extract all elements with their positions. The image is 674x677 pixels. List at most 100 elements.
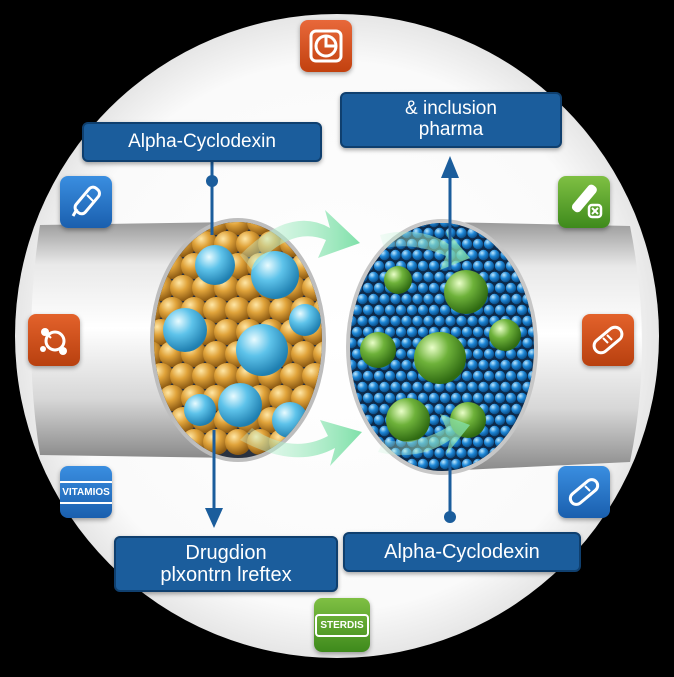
label-bottom-left-line1: Drugdion [185,542,267,564]
orange-sphere [225,297,251,323]
blue-dot [373,282,385,294]
blue-dot [439,304,451,316]
blue-dot [384,326,396,338]
blue-dot [384,304,396,316]
blue-dot [417,260,429,272]
blue-dot [478,249,489,261]
blue-dot [434,293,445,305]
blue-dot [406,304,418,316]
top-right-transfer-arrow [380,230,470,270]
label-bottom-left-line2: plxontrn lreftex [160,564,292,586]
blue-dot [412,381,423,393]
blue-dot [428,223,440,228]
bottom-transfer-arrow [240,420,362,466]
blue-dot [384,370,396,382]
pointer-top-right-arrowhead [441,156,459,178]
blue-dot [379,403,390,415]
label-top-left-text: Alpha-Cyclodexin [128,130,276,152]
blue-dot [401,249,412,261]
blue-dot [489,271,500,283]
capsule-icon [592,325,624,355]
blue-dot [428,458,440,470]
blue-dot [478,381,489,393]
blue-dot [461,370,473,382]
blue-dot [390,381,401,393]
blue-dot [483,414,495,426]
blue-dot [494,414,506,426]
label-top-right: & inclusion pharma [340,92,562,148]
blue-dot [478,315,489,327]
label-top-left: Alpha-Cyclodexin [82,122,322,162]
green-sphere [444,270,488,314]
blue-dot [428,304,440,316]
blue-dot [461,260,473,272]
blue-dot [434,227,445,239]
blue-dot [472,326,484,338]
blue-dot [478,337,489,349]
cyan-sphere [236,324,288,376]
blue-dot [379,381,390,393]
orange-sphere [313,341,322,367]
blue-dot [395,370,407,382]
blue-dot [423,249,434,261]
blue-dot [467,447,478,459]
orange-sphere [247,297,273,323]
blue-dot [379,425,390,437]
orange-sphere [214,363,240,389]
blue-dot [373,304,385,316]
pointer-top-left-dot [206,175,218,187]
blue-dot [401,315,412,327]
cyan-sphere [218,383,262,427]
blue-dot [395,326,407,338]
blue-dot [362,304,374,316]
orange-sphere [192,363,218,389]
pie-chart-icon [309,29,343,63]
blue-dot [362,392,374,404]
blue-dot [428,282,440,294]
vitamins-badge: VITAMIOS [60,466,112,518]
capsule-badge [582,314,634,366]
steroids-label: STERDIS [320,619,364,631]
blue-dot [494,392,506,404]
blue-dot [500,271,511,283]
blue-dot [505,370,517,382]
blue-dot [439,392,451,404]
blue-dot [417,304,429,316]
blue-dot [461,436,473,448]
blue-dot [445,381,456,393]
blue-dot [500,403,511,415]
blue-dot [511,403,522,415]
blue-dot [467,249,478,261]
label-top-right-line1: & inclusion [405,98,497,120]
pill-badge [558,466,610,518]
blue-dot [483,348,495,360]
blue-dot [406,370,418,382]
blue-dot [401,359,412,371]
blue-dot [467,337,478,349]
blue-dot [434,447,445,459]
blue-dot [417,282,429,294]
blue-dot [522,337,533,349]
blue-dot [412,249,423,261]
blue-dot [456,447,467,459]
blue-dot [489,293,500,305]
orange-sphere [203,341,229,367]
blue-dot [401,381,412,393]
blue-dot [412,271,423,283]
blue-dot [511,359,522,371]
blue-dot [483,436,495,448]
background-disc [15,14,659,658]
blue-dot [417,392,429,404]
blue-dot [395,304,407,316]
blue-dot [406,260,418,272]
blue-dot [527,326,534,338]
blue-dot [489,249,500,261]
blue-dot [423,271,434,283]
blue-dot [522,315,533,327]
label-bottom-right-text: Alpha-Cyclodexin [384,541,540,563]
syringe-pill-badge [558,176,610,228]
blue-dot [494,370,506,382]
blue-dot [401,337,412,349]
cyan-sphere [163,308,207,352]
